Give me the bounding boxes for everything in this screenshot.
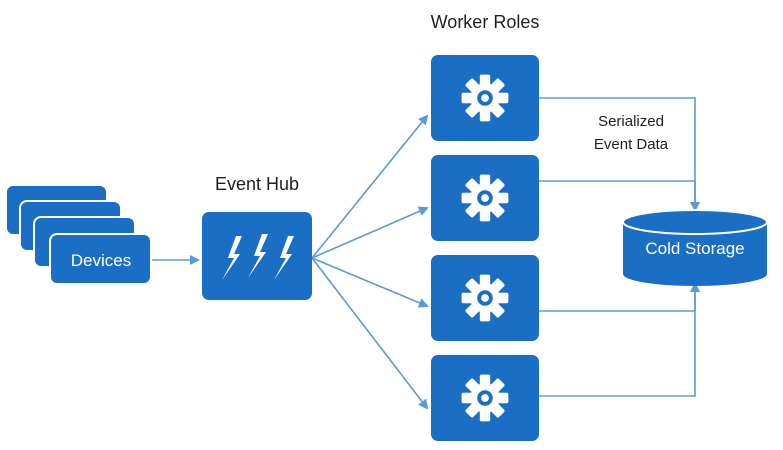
worker-role-3 [431, 255, 539, 341]
hub-to-worker-4-arrow [311, 257, 429, 410]
worker-1-to-storage-arrow [539, 97, 700, 212]
device-card-front [49, 233, 152, 285]
worker-role-2 [431, 155, 539, 241]
devices-stack: Devices [5, 184, 152, 285]
gear-icon [461, 374, 509, 422]
gear-icon [461, 274, 509, 322]
hub-to-worker-2-arrow [311, 206, 429, 259]
worker-3-to-storage-arrow [539, 282, 700, 312]
cold-storage-cylinder: Cold Storage [622, 209, 768, 286]
connectors [150, 97, 700, 410]
worker-roles-title: Worker Roles [431, 12, 540, 32]
hub-to-worker-1-arrow [311, 114, 429, 259]
hub-to-worker-3-arrow [311, 257, 429, 308]
devices-label: Devices [71, 251, 131, 270]
worker-role-1 [431, 55, 539, 141]
worker-role-4 [431, 355, 539, 441]
worker-4-to-storage-arrow [539, 282, 700, 397]
event-hub-box [202, 212, 312, 300]
gear-icon [461, 74, 509, 122]
worker-2-to-storage-arrow [539, 180, 700, 212]
event-hub-title: Event Hub [215, 174, 299, 194]
serialized-label-line2: Event Data [594, 136, 669, 153]
serialized-label-line1: Serialized [598, 113, 664, 130]
lightning-bolts-icon [222, 234, 294, 280]
gear-icon [461, 174, 509, 222]
cold-storage-label: Cold Storage [645, 239, 744, 258]
